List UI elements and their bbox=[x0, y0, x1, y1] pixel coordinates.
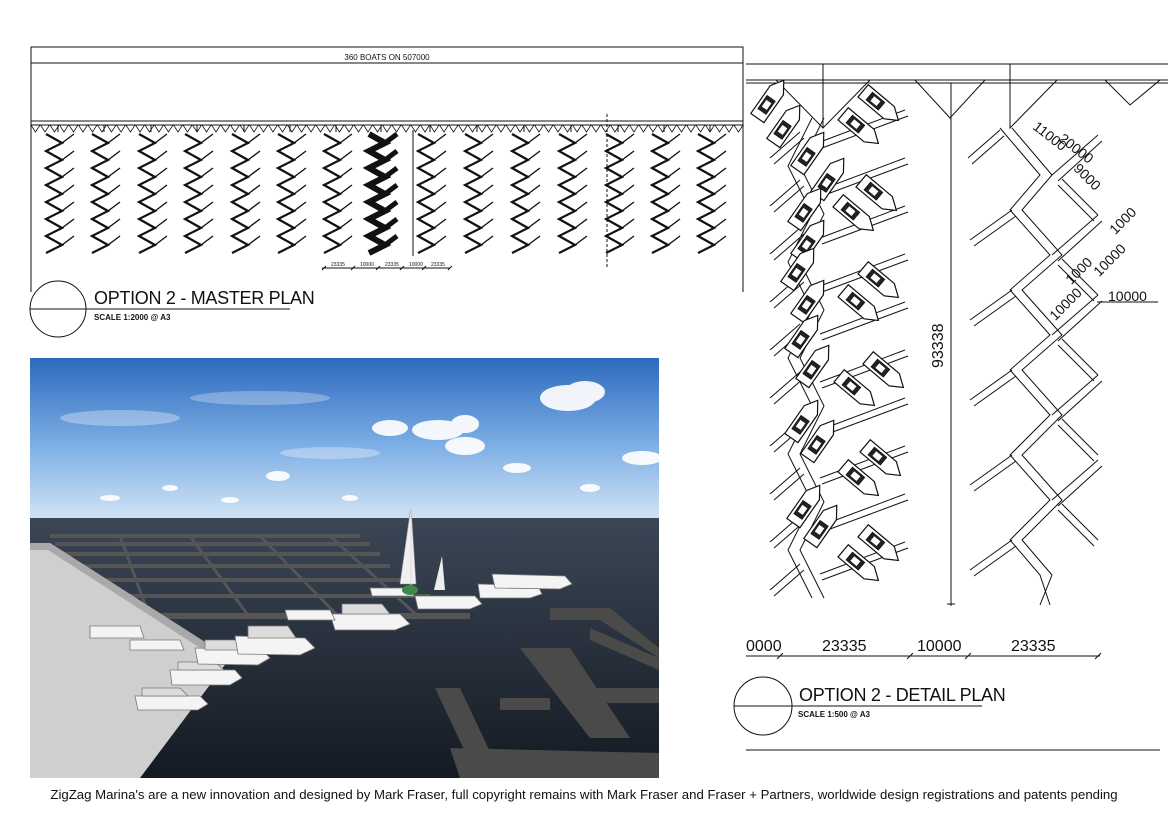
pier-2 bbox=[89, 125, 121, 254]
sky bbox=[30, 358, 659, 520]
boat-icon bbox=[783, 399, 819, 444]
detail-plan-scale: SCALE 1:500 @ A3 bbox=[798, 710, 870, 719]
pier-7 bbox=[321, 125, 353, 254]
boat-icon bbox=[783, 314, 819, 359]
boat-icon bbox=[837, 106, 880, 145]
boat-icon bbox=[794, 344, 830, 389]
boat-icon bbox=[857, 83, 900, 122]
pier-3 bbox=[136, 125, 168, 254]
boat-icon bbox=[837, 458, 880, 497]
boat-icon bbox=[786, 187, 822, 232]
pier-15 bbox=[695, 125, 727, 254]
master-dim-label: 23335 bbox=[431, 262, 445, 268]
master-header-band bbox=[30, 46, 744, 64]
boat-icon bbox=[789, 279, 825, 324]
dim-10000-c: 10000 bbox=[1108, 288, 1147, 304]
pier-13 bbox=[603, 125, 635, 254]
master-dim-label: 10000 bbox=[360, 262, 374, 268]
detail-dim-label-0: 0000 bbox=[746, 638, 782, 655]
pier-10 bbox=[462, 125, 494, 254]
boat-icon bbox=[789, 131, 825, 176]
boat-icon bbox=[857, 523, 900, 562]
detail-dim-label-2: 10000 bbox=[917, 638, 962, 655]
master-header-label: 360 BOATS ON 507000 bbox=[344, 53, 430, 62]
detail-boat-icons bbox=[749, 79, 905, 582]
detail-pier-with-boats bbox=[769, 109, 909, 599]
master-dim-label: 10000 bbox=[409, 262, 423, 268]
boat-icon bbox=[837, 543, 880, 582]
pier-12 bbox=[556, 125, 588, 254]
pier-4 bbox=[182, 125, 214, 254]
boat-icon bbox=[779, 247, 815, 292]
detail-plan-title: OPTION 2 - DETAIL PLAN bbox=[799, 685, 1006, 705]
pier-9 bbox=[415, 125, 447, 254]
pier-5 bbox=[229, 125, 261, 254]
pier-14 bbox=[649, 125, 681, 254]
master-plan-scale: SCALE 1:2000 @ A3 bbox=[94, 313, 171, 322]
boat-icon bbox=[833, 368, 876, 407]
detail-vertical-dim-label: 93338 bbox=[930, 323, 947, 369]
boat-icon bbox=[765, 104, 801, 149]
pier-8 bbox=[362, 125, 399, 256]
boats bbox=[89, 505, 573, 711]
pier-6 bbox=[275, 125, 307, 254]
clouds bbox=[60, 381, 659, 503]
boat-icon bbox=[749, 79, 785, 124]
boat-icon bbox=[802, 504, 838, 549]
quay bbox=[30, 543, 230, 778]
copyright-footer: ZigZag Marina's are a new innovation and… bbox=[50, 787, 1118, 802]
master-plan-title: OPTION 2 - MASTER PLAN bbox=[94, 288, 315, 308]
boat-icon bbox=[785, 484, 821, 529]
detail-pier-empty bbox=[967, 127, 1103, 606]
boat-icon bbox=[862, 350, 905, 389]
master-dim-label: 23335 bbox=[331, 262, 345, 268]
marina-render-image bbox=[30, 358, 659, 778]
boat-icon bbox=[857, 260, 900, 299]
detail-dim-label-3: 23335 bbox=[1011, 638, 1056, 655]
pier-1 bbox=[43, 125, 75, 254]
master-dim-label: 23335 bbox=[385, 262, 399, 268]
master-pier-rows bbox=[43, 125, 727, 256]
boat-icon bbox=[859, 438, 902, 477]
boat-icon bbox=[837, 283, 880, 322]
boat-icon bbox=[832, 193, 875, 232]
detail-dim-label-1: 23335 bbox=[822, 638, 867, 655]
pontoons bbox=[50, 534, 470, 620]
boat-icon bbox=[799, 419, 835, 464]
boat-icon bbox=[855, 173, 898, 212]
pier-11 bbox=[509, 125, 541, 254]
